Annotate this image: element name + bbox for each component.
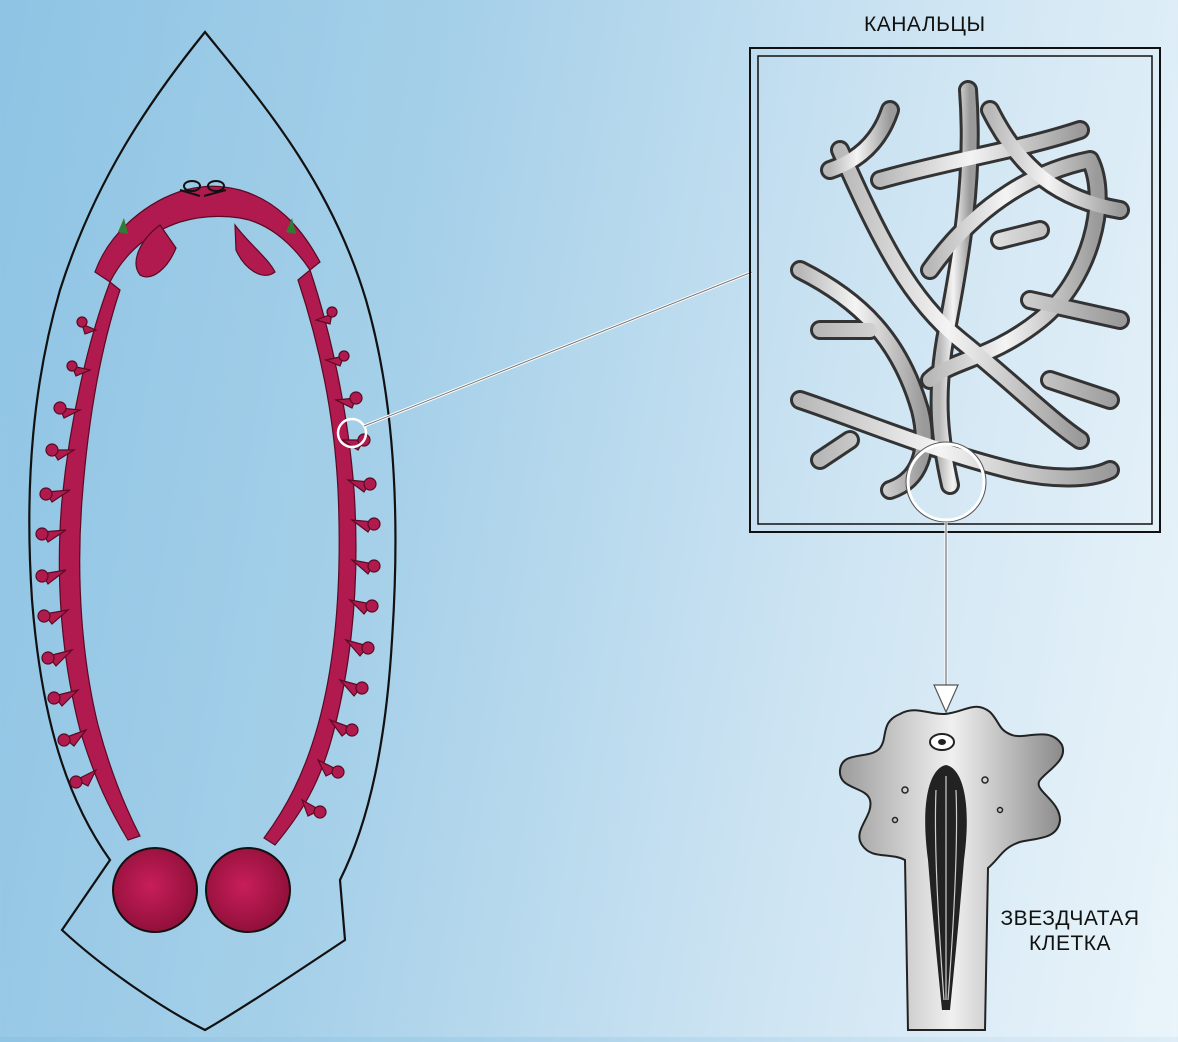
bladder-left xyxy=(113,848,197,932)
anterior-loop xyxy=(95,186,320,282)
label-tubules: КАНАЛЬЦЫ xyxy=(864,12,986,37)
stellate-cell xyxy=(840,707,1063,1030)
head-lobe-right xyxy=(235,225,275,275)
tubules-inset xyxy=(750,48,1160,532)
arrow-to-cell xyxy=(934,522,958,712)
tubule-network xyxy=(800,90,1120,490)
label-stellate-cell: ЗВЕЗДЧАТАЯ КЛЕТКА xyxy=(980,906,1160,956)
label-stellate-cell-line1: ЗВЕЗДЧАТАЯ xyxy=(980,906,1160,931)
label-stellate-cell-line2: КЛЕТКА xyxy=(980,931,1160,956)
excretory-system xyxy=(36,181,380,932)
bladder-right xyxy=(206,848,290,932)
